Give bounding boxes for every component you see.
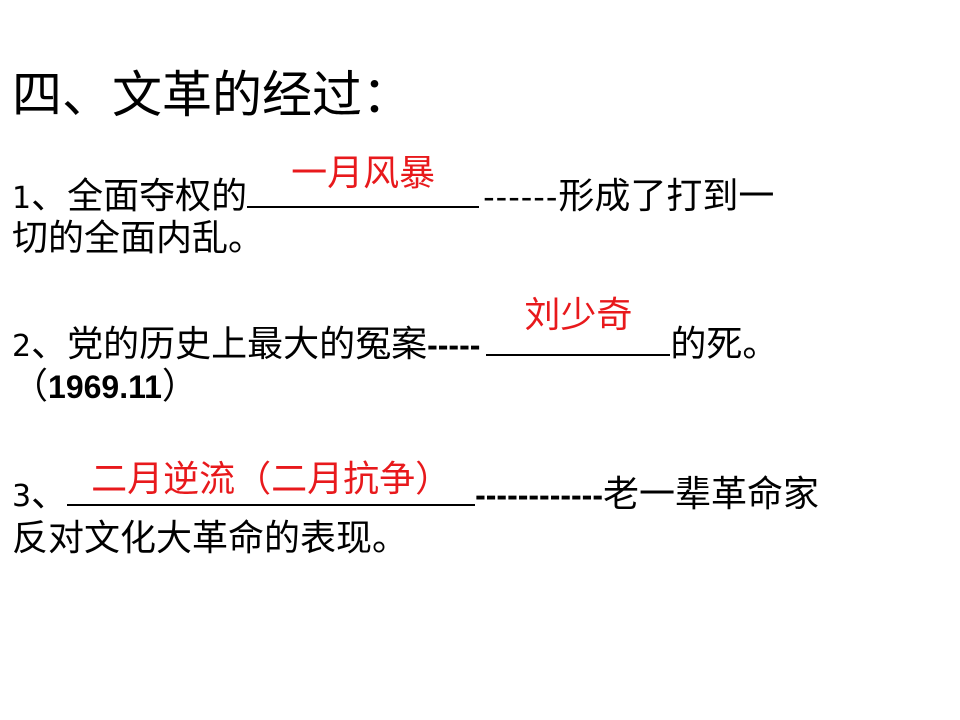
item-1-blank: 一月风暴 [247,154,480,208]
item-1-prefix: 、全面夺权的 [31,176,248,217]
item-3-answer: 二月逆流（二月抗争） [91,459,452,500]
item-1-line-1: 1、全面夺权的 一月风暴 ------形成了打到一 [12,154,775,222]
item-2-paren-close: ） [161,366,198,407]
item-3-line-1: 3、二月逆流（二月抗争） ------------老一辈革命家 [12,460,819,520]
item-2-prefix: 、党的历史上最大的冤案 [31,324,428,365]
item-1-number: 1 [12,181,32,216]
item-2-number: 2 [12,329,32,364]
slide-title: 四、文革的经过： [12,66,412,124]
item-3-dashes: ------------ [475,477,603,513]
item-1-suffix: 形成了打到一 [558,176,775,217]
item-2-dashes: ----- [427,327,481,363]
item-1-dashes: ------ [483,178,559,216]
item-3-number: 3 [12,479,32,514]
item-2-year: 1969.11 [48,369,162,405]
item-2-answer: 刘少奇 [524,295,633,336]
item-2-suffix: 的死。 [670,324,779,365]
item-3-line-2: 反对文化大革命的表现。 [12,518,409,559]
item-2-paren-open: （ [12,366,49,407]
item-2-blank: 刘少奇 [486,296,671,356]
item-3-blank: 二月逆流（二月抗争） [67,460,476,506]
item-1-line-2: 切的全面内乱。 [12,218,265,259]
item-1-answer: 一月风暴 [291,153,436,194]
item-3-prefix: 、 [31,474,68,515]
item-2-line-1: 2、党的历史上最大的冤案----- 刘少奇的死。 [12,296,779,370]
item-2-line-2: （1969.11） [12,364,198,410]
item-3-suffix: 老一辈革命家 [602,474,819,515]
